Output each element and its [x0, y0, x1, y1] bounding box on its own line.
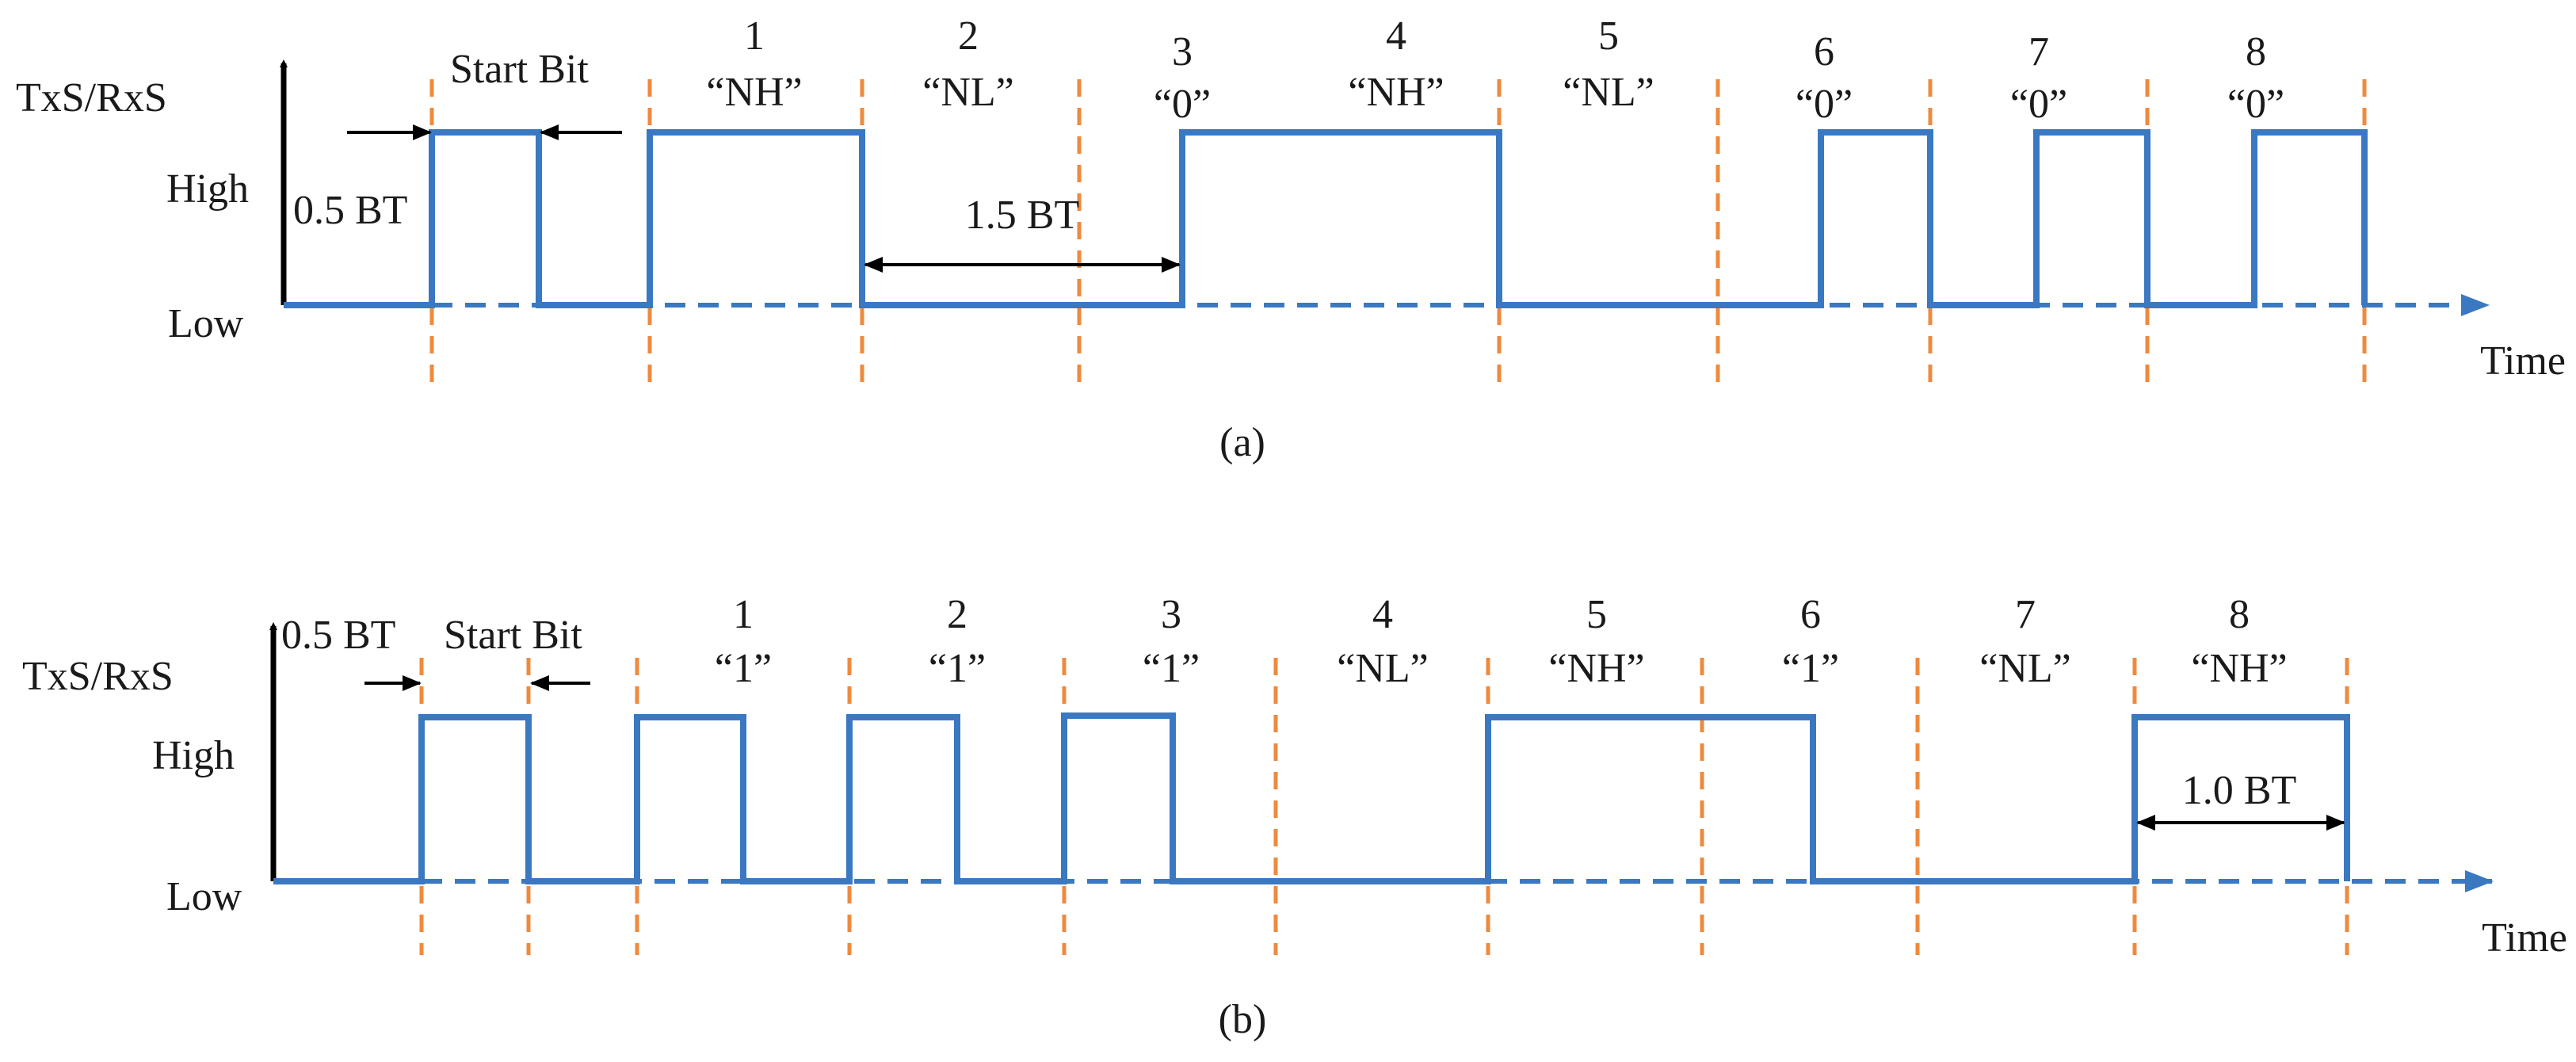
bit-number: 7 [2015, 592, 2036, 637]
bit-number: 8 [2246, 29, 2266, 74]
span-label: 1.0 BT [2182, 768, 2296, 813]
level-high-label: High [166, 166, 249, 212]
bit-number: 4 [1372, 592, 1393, 637]
bit-number: 3 [1172, 29, 1193, 74]
bit-code: “NL” [1337, 646, 1428, 691]
start-bit-label: Start Bit [444, 613, 582, 658]
bit-code: “1” [1143, 646, 1200, 691]
bit-code: “NL” [922, 70, 1013, 115]
bit-number: 4 [1386, 13, 1406, 59]
bit-code: “1” [1782, 646, 1839, 691]
bit-number: 7 [2028, 29, 2049, 74]
bit-code: “1” [715, 646, 772, 691]
bit-number: 6 [1814, 29, 1834, 74]
level-low-label: Low [166, 874, 242, 919]
span-label: 1.5 BT [965, 193, 1079, 238]
bit-number: 6 [1800, 592, 1821, 637]
signal-waveform [284, 129, 2368, 308]
half-bt-label: 0.5 BT [293, 188, 407, 233]
bit-number: 5 [1598, 13, 1619, 59]
panel-caption: (b) [1219, 997, 1267, 1042]
bit-boundaries [429, 79, 2367, 388]
bit-boundaries [419, 658, 2349, 955]
y-axis-label: TxS/RxS [16, 75, 167, 120]
panel-a: TxS/RxS High Low 0.5 BT Start Bit 1.5 BT… [16, 13, 2566, 465]
level-high-label: High [152, 733, 235, 778]
bit-number: 1 [744, 13, 765, 59]
bit-code: “NH” [706, 70, 802, 115]
start-bit-label: Start Bit [450, 47, 589, 92]
bit-code: “NH” [2191, 646, 2287, 691]
bit-number: 2 [958, 13, 979, 59]
bit-number: 3 [1161, 592, 1181, 637]
y-axis-label: TxS/RxS [22, 654, 174, 699]
level-low-label: Low [168, 301, 244, 346]
bit-code: “NH” [1348, 70, 1444, 115]
bit-number: 5 [1586, 592, 1607, 637]
bit-code: “0” [2227, 82, 2284, 127]
panel-caption: (a) [1219, 420, 1265, 465]
bit-number: 1 [733, 592, 754, 637]
bit-number: 8 [2229, 592, 2250, 637]
bit-number: 2 [947, 592, 967, 637]
x-axis-label: Time [2480, 338, 2566, 384]
x-axis-label: Time [2482, 915, 2567, 961]
bit-code: “NL” [1563, 70, 1654, 115]
panel-b: TxS/RxS High Low 0.5 BT Start Bit 1.0 BT… [22, 592, 2567, 1042]
bit-code: “1” [929, 646, 986, 691]
signal-waveform [273, 712, 2350, 884]
bit-code: “0” [1154, 82, 1211, 127]
bit-code: “NL” [1979, 646, 2070, 691]
bit-code: “NH” [1548, 646, 1644, 691]
bit-code: “0” [1796, 82, 1853, 127]
bit-code: “0” [2010, 82, 2067, 127]
half-bt-label: 0.5 BT [281, 613, 395, 658]
